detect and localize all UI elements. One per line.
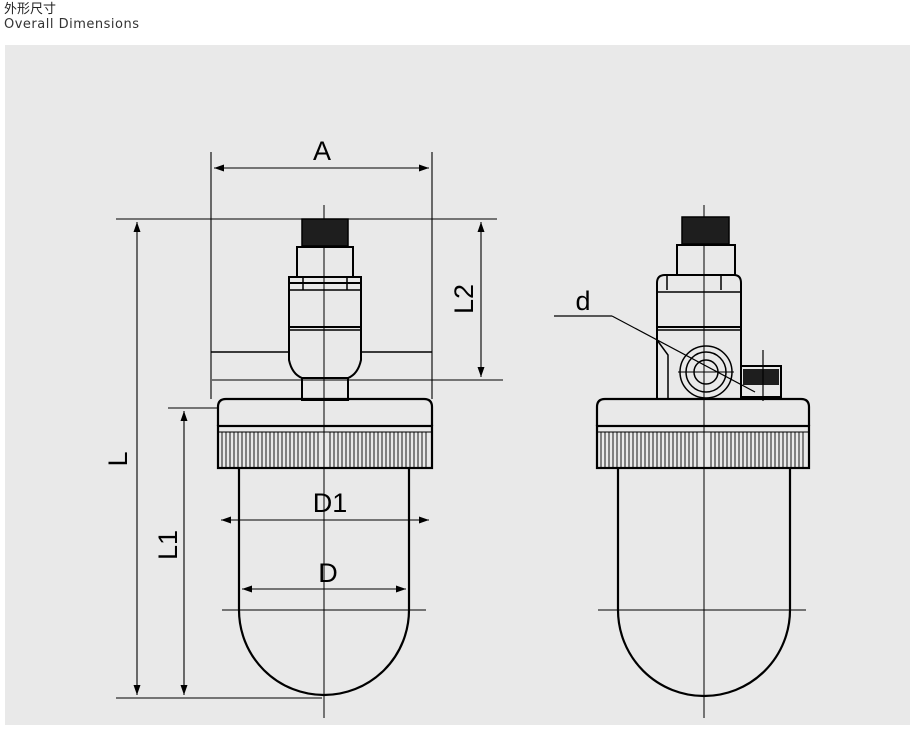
side-knurl-lines (600, 432, 804, 468)
front-knurl-lines (221, 432, 427, 468)
front-collar-top (216, 397, 434, 426)
label-d: d (575, 286, 590, 316)
page-header: 外形尺寸 Overall Dimensions (4, 2, 139, 32)
side-view (554, 205, 811, 718)
side-collar-top (595, 397, 811, 426)
front-neck (296, 246, 354, 277)
label-L: L (103, 451, 133, 466)
label-L1: L1 (153, 530, 183, 560)
side-cap (681, 216, 730, 245)
label-L2: L2 (449, 284, 479, 314)
front-knurl-band (216, 424, 434, 470)
front-stem (301, 377, 349, 401)
label-A: A (313, 136, 331, 166)
dim-d-leader (611, 315, 756, 393)
side-fitting-body (656, 274, 742, 399)
front-cap (301, 218, 349, 247)
side-bowl (616, 468, 792, 698)
title-chinese: 外形尺寸 (4, 2, 57, 17)
front-dimensions (116, 152, 503, 699)
side-neck (676, 244, 736, 275)
side-drain-valve (740, 365, 782, 398)
title-english: Overall Dimensions (4, 17, 140, 32)
label-D: D (318, 558, 338, 588)
front-view (211, 205, 434, 718)
label-D1: D1 (313, 488, 348, 518)
front-bowl (237, 468, 411, 697)
side-knurl-band (595, 424, 811, 470)
